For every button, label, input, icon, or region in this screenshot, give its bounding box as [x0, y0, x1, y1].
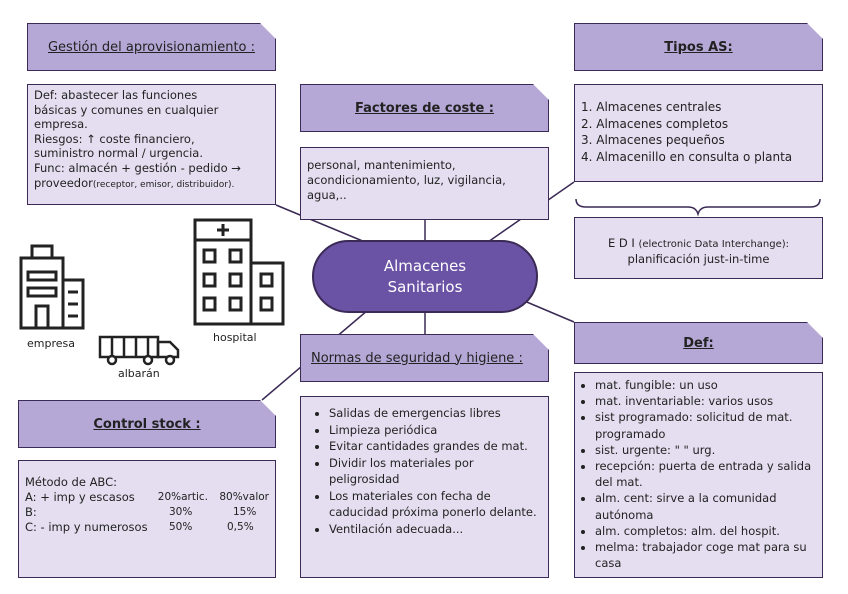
def-item: mat. fungible: un uso: [595, 377, 816, 393]
gestion-line: proveedor: [34, 175, 93, 190]
def-item: alm. completos: alm. del hospit.: [595, 523, 816, 539]
normas-item: Los materiales con fecha de caducidad pr…: [329, 488, 542, 521]
central-title-line1: Almacenes: [383, 256, 467, 275]
def-box: mat. fungible: un uso mat. inventariable…: [574, 372, 823, 578]
factores-box: personal, mantenimiento, acondicionamien…: [300, 147, 549, 220]
tipos-item: 4. Almacenillo en consulta o planta: [581, 149, 793, 164]
factores-header: Factores de coste :: [300, 84, 549, 132]
normas-item: Limpieza periódica: [329, 422, 542, 439]
control-method: Método de ABC:: [25, 475, 118, 489]
normas-header: Normas de seguridad y higiene :: [300, 334, 549, 382]
central-node: Almacenes Sanitarios: [312, 240, 538, 313]
gestion-line: Def: abastecer las funciones: [34, 88, 198, 102]
normas-box: Salidas de emergencias libres Limpieza p…: [300, 396, 549, 578]
normas-item: Dividir los materiales por peligrosidad: [329, 455, 542, 488]
def-item: recepción: puerta de entrada y salida de…: [595, 458, 816, 490]
control-header: Control stock :: [18, 400, 276, 448]
gestion-line: Func: almacén + gestión - pedido →: [34, 160, 241, 175]
def-title: Def:: [683, 335, 714, 351]
def-header: Def:: [574, 322, 823, 364]
gestion-header: Gestión del aprovisionamiento :: [27, 23, 276, 71]
empresa-label: empresa: [27, 337, 75, 350]
tipos-header: Tipos AS:: [574, 23, 823, 71]
def-item: alm. cent: sirve a la comunidad autónoma: [595, 490, 816, 522]
tipos-item: 2. Almacenes completos: [581, 116, 729, 131]
def-item: sist. urgente: " " urg.: [595, 442, 816, 458]
gestion-title: Gestión del aprovisionamiento :: [47, 39, 256, 55]
gestion-box: Def: abastecer las funciones básicas y c…: [27, 84, 276, 205]
def-item: sist programado: solicitud de mat. progr…: [595, 409, 816, 441]
abc-label: B:: [25, 505, 37, 519]
normas-item: Salidas de emergencias libres: [329, 405, 542, 422]
abc-value: 80%valor: [219, 491, 269, 503]
abc-value: 15%: [233, 506, 257, 518]
edi-acronym: E D I: [607, 236, 635, 250]
tipos-item: 1. Almacenes centrales: [581, 100, 722, 114]
abc-row-b: B: 30% 15%: [25, 505, 269, 520]
tipos-box: 1. Almacenes centrales 2. Almacenes comp…: [574, 84, 823, 182]
hospital-icon: [193, 218, 285, 326]
hospital-label: hospital: [213, 331, 257, 344]
control-box: Método de ABC: A: + imp y escasos 20%art…: [18, 460, 276, 578]
gestion-line: básicas y comunes en cualquier: [34, 102, 219, 117]
abc-articles: 50%: [169, 521, 193, 533]
building-icon: [19, 244, 85, 330]
abc-label: C: - imp y numerosos: [25, 520, 148, 534]
abc-articles: 30%: [169, 506, 193, 518]
gestion-line: empresa.: [34, 117, 88, 132]
gestion-line: Riesgos: ↑ coste financiero,: [34, 131, 195, 146]
central-title-line2: Sanitarios: [387, 277, 463, 296]
tipos-title: Tipos AS:: [664, 39, 733, 55]
abc-articles: 20%artic.: [157, 491, 208, 503]
edi-line2: planificación just-in-time: [627, 252, 770, 266]
control-title: Control stock :: [93, 416, 201, 432]
def-item: melma: trabajador coge mat para su casa: [595, 539, 816, 571]
tipos-item: 3. Almacenes pequeños: [581, 133, 725, 147]
abc-value: 0,5%: [227, 521, 254, 533]
gestion-line-small: (receptor, emisor, distribuidor).: [92, 179, 235, 190]
factores-text: personal, mantenimiento, acondicionamien…: [307, 158, 506, 202]
albaran-label: albarán: [118, 367, 160, 380]
normas-item: Ventilación adecuada...: [329, 521, 542, 538]
truck-icon: [98, 335, 180, 366]
abc-label: A: + imp y escasos: [25, 490, 135, 504]
normas-item: Evitar cantidades grandes de mat.: [329, 438, 542, 455]
normas-title: Normas de seguridad y higiene :: [311, 350, 523, 366]
abc-row-a: A: + imp y escasos 20%artic. 80%valor: [25, 490, 269, 505]
def-item: mat. inventariable: varios usos: [595, 393, 816, 409]
edi-expansion: (electronic Data Interchange):: [638, 239, 790, 250]
abc-row-c: C: - imp y numerosos 50% 0,5%: [25, 520, 269, 535]
edi-box: E D I (electronic Data Interchange): pla…: [574, 217, 823, 279]
factores-title: Factores de coste :: [354, 100, 494, 116]
gestion-line: suministro normal / urgencia.: [34, 146, 204, 161]
